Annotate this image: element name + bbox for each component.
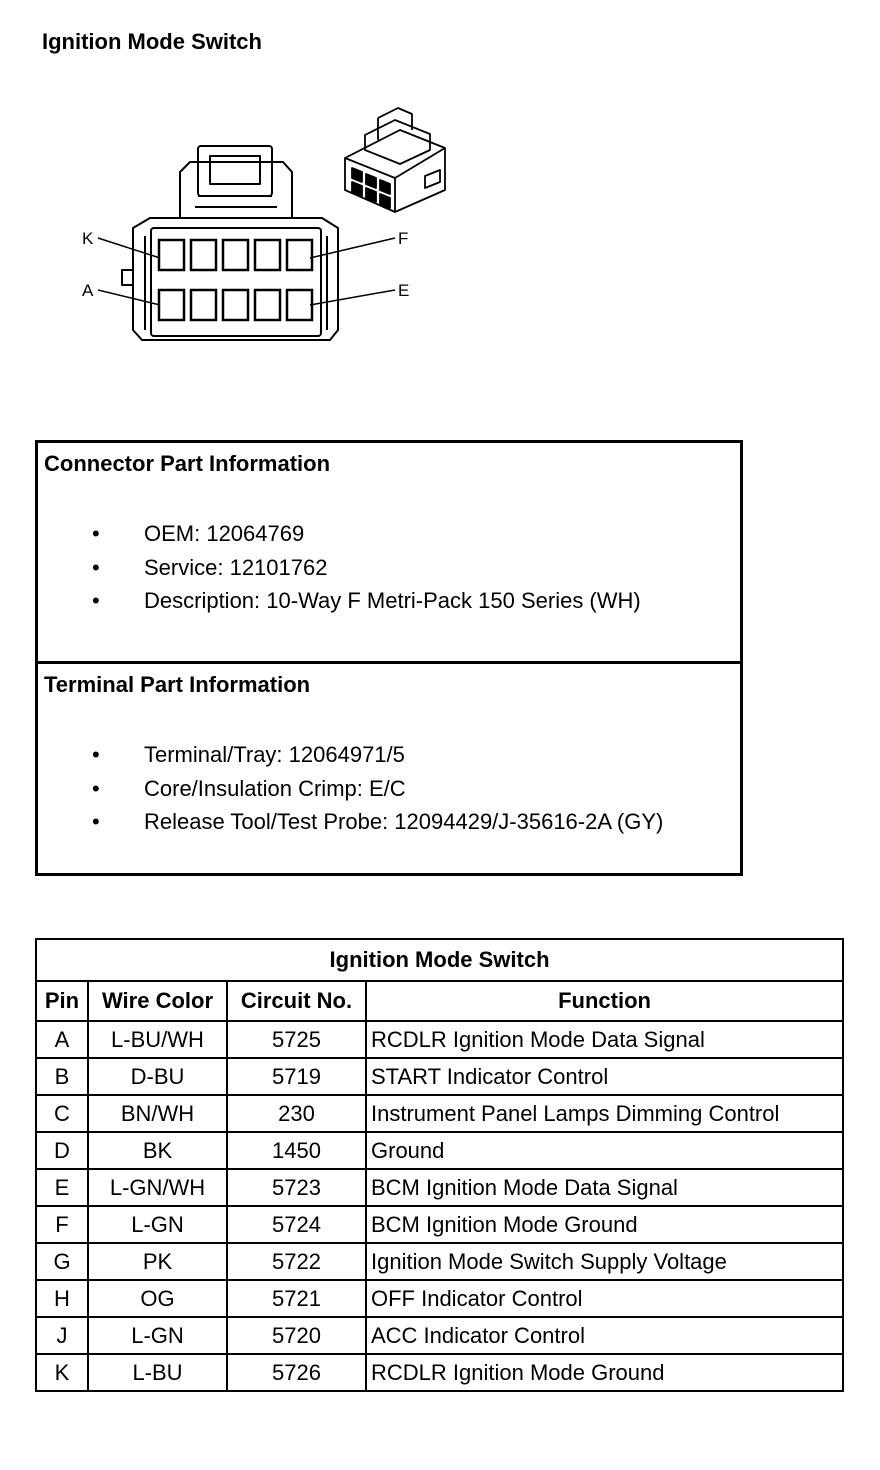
table-cell: 5719 bbox=[226, 1057, 367, 1096]
table-cell: BN/WH bbox=[87, 1094, 228, 1133]
table-cell: 5722 bbox=[226, 1242, 367, 1281]
table-cell: L-GN bbox=[87, 1205, 228, 1244]
table-cell: Instrument Panel Lamps Dimming Control bbox=[364, 1094, 845, 1133]
bullet: • bbox=[92, 554, 100, 580]
table-cell: L-GN/WH bbox=[87, 1168, 228, 1207]
cavity-grid bbox=[157, 238, 314, 322]
side-key bbox=[121, 269, 133, 286]
pin-label-k: K bbox=[82, 229, 94, 248]
table-cell: BK bbox=[87, 1131, 228, 1170]
connector-face-outline bbox=[132, 217, 339, 341]
list-item-text: OEM: 12064769 bbox=[144, 521, 305, 546]
table-cell: 5724 bbox=[226, 1205, 367, 1244]
table-cell: Ignition Mode Switch Supply Voltage bbox=[364, 1242, 845, 1281]
table-cell: RCDLR Ignition Mode Ground bbox=[364, 1353, 845, 1392]
bullet: • bbox=[92, 742, 100, 767]
col-header-wire-color: Wire Color bbox=[87, 980, 228, 1022]
connector-part-info: Connector Part Information • OEM: 1206476… bbox=[38, 443, 740, 664]
page-title: Ignition Mode Switch bbox=[42, 29, 262, 54]
table-cell: G bbox=[35, 1242, 89, 1281]
pin-label-e: E bbox=[398, 281, 409, 300]
pin-label-a: A bbox=[82, 281, 94, 300]
table-cell: J bbox=[35, 1316, 89, 1355]
table-cell: RCDLR Ignition Mode Data Signal bbox=[364, 1020, 845, 1059]
col-header-circuit: Circuit No. bbox=[226, 980, 367, 1022]
table-cell: 5726 bbox=[226, 1353, 367, 1392]
table-cell: 5725 bbox=[226, 1020, 367, 1059]
table-cell: BCM Ignition Mode Ground bbox=[364, 1205, 845, 1244]
table-cell: BCM Ignition Mode Data Signal bbox=[364, 1168, 845, 1207]
table-cell: F bbox=[35, 1205, 89, 1244]
table-cell: D-BU bbox=[87, 1057, 228, 1096]
table-cell: D bbox=[35, 1131, 89, 1170]
table-cell: A bbox=[35, 1020, 89, 1059]
connector-diagram: K A F E bbox=[82, 107, 446, 341]
part-info-box: Connector Part Information • OEM: 1206476… bbox=[35, 440, 743, 876]
table-header-row: Pin Wire Color Circuit No. Function bbox=[35, 980, 845, 1022]
table-cell: PK bbox=[87, 1242, 228, 1281]
table-cell: 1450 bbox=[226, 1131, 367, 1170]
table-cell: 5720 bbox=[226, 1316, 367, 1355]
terminal-part-info: Terminal Part Information • Terminal/Tray… bbox=[38, 664, 740, 876]
table-cell: OG bbox=[87, 1279, 228, 1318]
pinout-table: Ignition Mode Switch Pin Wire Color Circ… bbox=[34, 938, 845, 1392]
list-item-text: Release Tool/Test Probe: 12094429/J-3561… bbox=[144, 809, 664, 834]
table-title: Ignition Mode Switch bbox=[34, 938, 845, 982]
table-cell: E bbox=[35, 1168, 89, 1207]
bullet: • bbox=[92, 809, 100, 834]
list-item-text: Core/Insulation Crimp: E/C bbox=[144, 775, 406, 801]
table-cell: OFF Indicator Control bbox=[364, 1279, 845, 1318]
table-cell: L-BU/WH bbox=[87, 1020, 228, 1059]
table-cell: 5721 bbox=[226, 1279, 367, 1318]
table-cell: Ground bbox=[364, 1131, 845, 1170]
list-item-text: Terminal/Tray: 12064971/5 bbox=[144, 742, 405, 767]
bullet: • bbox=[92, 775, 100, 801]
terminal-heading: Terminal Part Information bbox=[44, 672, 311, 697]
connector-face-inner bbox=[150, 227, 322, 337]
connector-heading: Connector Part Information bbox=[44, 451, 331, 476]
connector-iso-view bbox=[344, 107, 446, 213]
latch-housing bbox=[179, 161, 293, 218]
col-header-function: Function bbox=[364, 980, 845, 1022]
bullet: • bbox=[92, 521, 100, 546]
table-cell: C bbox=[35, 1094, 89, 1133]
bullet: • bbox=[92, 588, 100, 613]
table-cell: ACC Indicator Control bbox=[364, 1316, 845, 1355]
table-cell: 230 bbox=[226, 1094, 367, 1133]
table-cell: L-BU bbox=[87, 1353, 228, 1392]
table-cell: K bbox=[35, 1353, 89, 1392]
table-cell: H bbox=[35, 1279, 89, 1318]
list-item-text: Description: 10-Way F Metri-Pack 150 Ser… bbox=[144, 588, 641, 613]
col-header-pin: Pin bbox=[35, 980, 89, 1022]
table-cell: L-GN bbox=[87, 1316, 228, 1355]
table-cell: B bbox=[35, 1057, 89, 1096]
table-cell: START Indicator Control bbox=[364, 1057, 845, 1096]
pin-label-f: F bbox=[398, 229, 408, 248]
list-item-text: Service: 12101762 bbox=[144, 554, 328, 580]
table-cell: 5723 bbox=[226, 1168, 367, 1207]
